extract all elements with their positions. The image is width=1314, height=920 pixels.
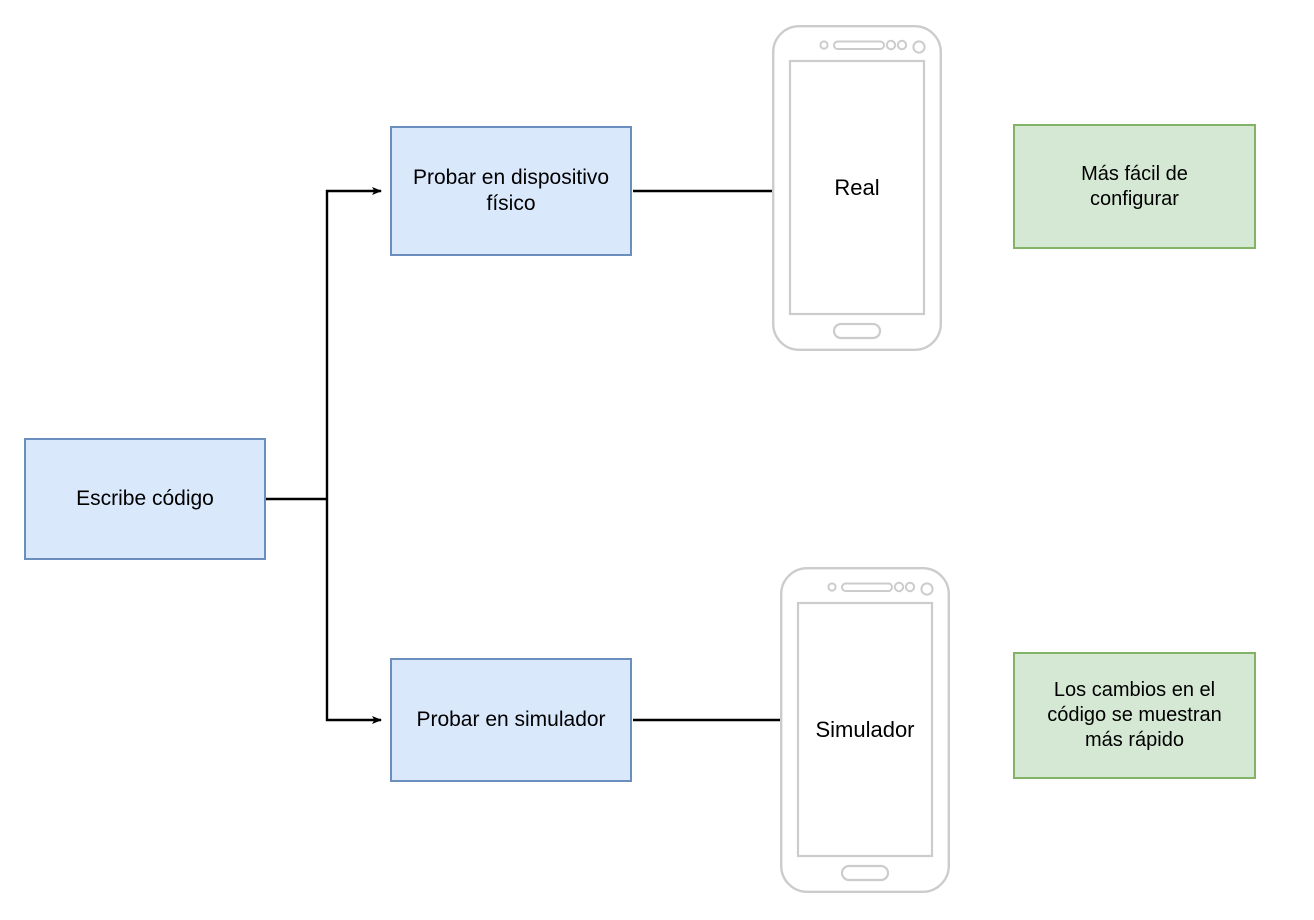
device-real-phone[interactable]: Real (772, 25, 943, 352)
process-node-label: Probar en simulador (416, 707, 606, 731)
edge-branch-to-simulator (325, 499, 382, 724)
edge-branch-to-physical-device (325, 187, 382, 499)
note-label: Más fácil de configurar (1081, 162, 1188, 210)
device-simulator-phone[interactable]: Simulador (780, 567, 951, 894)
device-simulator-phone-label: Simulador (815, 716, 915, 742)
process-node-probar-en-dispositivo-fisico[interactable]: Probar en dispositivo físico (390, 126, 632, 256)
process-node-probar-en-simulador[interactable]: Probar en simulador (390, 658, 632, 782)
note-cambios-mas-rapido[interactable]: Los cambios en el código se muestran más… (1013, 652, 1256, 779)
note-mas-facil-de-configurar[interactable]: Más fácil de configurar (1013, 124, 1256, 249)
smartphone-icon (772, 25, 943, 352)
note-label: Los cambios en el código se muestran más… (1047, 679, 1222, 751)
process-node-label: Escribe código (76, 486, 214, 510)
smartphone-icon (780, 567, 951, 894)
process-node-label: Probar en dispositivo físico (412, 165, 610, 215)
process-node-escribe-codigo[interactable]: Escribe código (24, 438, 266, 560)
device-real-phone-label: Real (834, 174, 880, 200)
